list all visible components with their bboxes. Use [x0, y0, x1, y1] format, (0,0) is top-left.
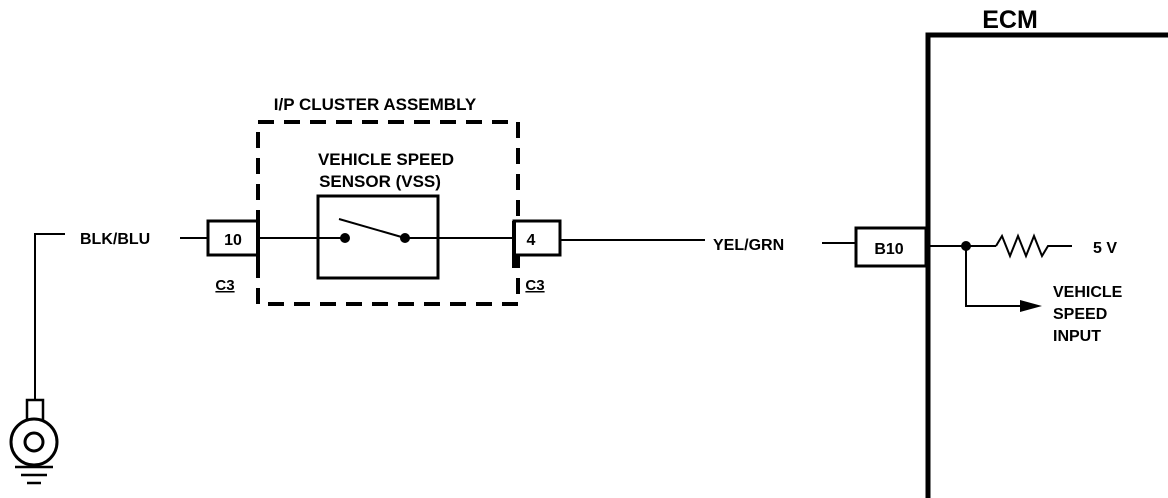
ecm-title: ECM	[982, 6, 1038, 34]
vss-label-line1: VEHICLE SPEED	[318, 150, 454, 169]
vss-label-line2: SENSOR (VSS)	[319, 172, 441, 191]
resistor-icon	[995, 233, 1072, 259]
connector-label-right: C3	[525, 277, 544, 294]
arrow-icon	[1020, 300, 1042, 312]
pin-label-right: 4	[527, 232, 536, 249]
pin-box-ecm	[854, 226, 928, 268]
ground-icon	[9, 398, 59, 485]
wire-label-left: BLK/BLU	[80, 231, 150, 248]
pin-box-right	[512, 219, 562, 257]
pin-label-ecm: B10	[874, 241, 903, 258]
ecm-box	[925, 32, 1168, 498]
ecm-input-wire	[965, 246, 1030, 307]
cluster-assembly-box	[256, 120, 520, 306]
cluster-assembly-title: I/P CLUSTER ASSEMBLY	[274, 95, 477, 114]
input-label-line3: INPUT	[1053, 328, 1101, 345]
wire-blk-blu-vertical	[34, 233, 65, 400]
voltage-label: 5 V	[1093, 240, 1117, 257]
input-label-line2: SPEED	[1053, 306, 1107, 323]
connector-label-left: C3	[215, 277, 234, 294]
input-label-line1: VEHICLE	[1053, 284, 1123, 301]
pin-label-left: 10	[224, 232, 242, 249]
wire-label-right: YEL/GRN	[713, 237, 784, 254]
switch-icon	[338, 218, 410, 243]
